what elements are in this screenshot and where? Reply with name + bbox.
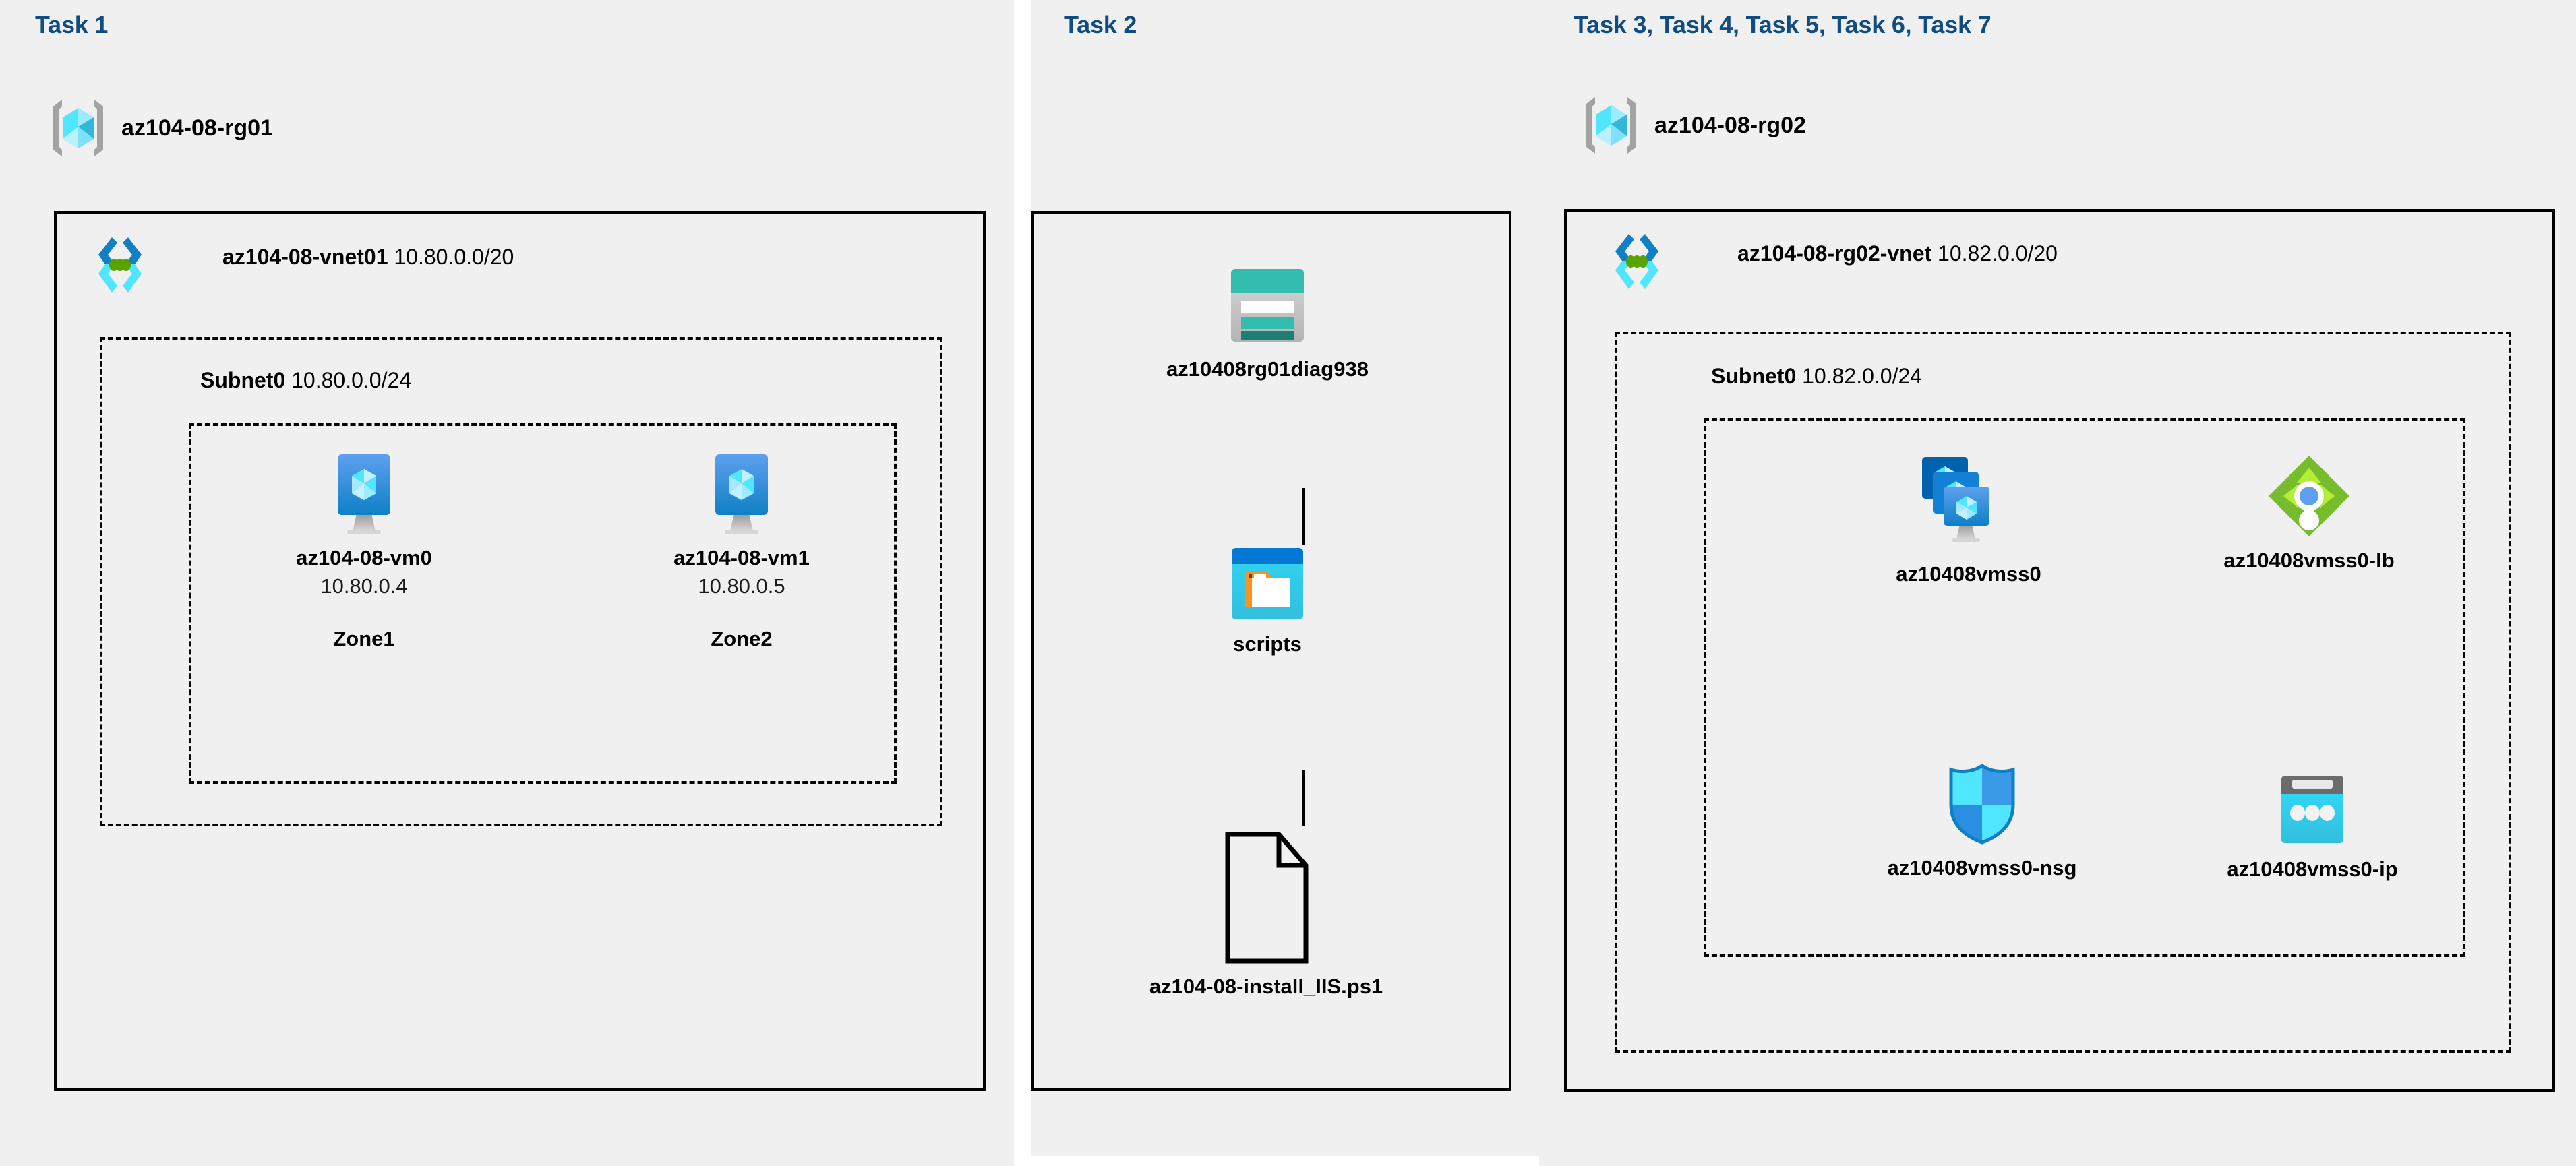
resource-group-label: az104-08-rg01 <box>121 115 273 141</box>
rg02-vnet-cidr: 10.82.0.0/20 <box>1938 241 2058 266</box>
task-1-panel <box>0 0 1014 1166</box>
storage-account-name: az10408rg01diag938 <box>1166 357 1369 381</box>
task-2-boundary <box>1031 211 1511 1091</box>
virtual-machine-icon <box>702 450 781 536</box>
rg02-vnet-label: az104-08-rg02-vnet 10.82.0.0/20 <box>1737 241 2058 266</box>
availability-zones-boundary <box>189 423 897 784</box>
subnet0-name: Subnet0 <box>1711 364 1797 388</box>
vm-scale-set-icon <box>1918 452 2019 553</box>
blob-container-name: scripts <box>1233 632 1302 656</box>
network-security-group-icon <box>1946 762 2018 847</box>
load-balancer-icon <box>2266 453 2352 539</box>
file-icon <box>1222 830 1310 965</box>
task-1-title: Task 1 <box>35 11 109 38</box>
node-vm-scale-set[interactable]: az10408vmss0 <box>1840 452 2097 586</box>
resource-group-rg01: az104-08-rg01 <box>50 97 273 159</box>
connector-storage-to-container <box>1302 488 1305 545</box>
nsg-name: az10408vmss0-nsg <box>1887 856 2077 880</box>
subnet0-label-col3: Subnet0 10.82.0.0/24 <box>1711 364 1922 389</box>
script-file-name: az104-08-install_IIS.ps1 <box>1149 975 1383 998</box>
node-az104-08-vm1[interactable]: az104-08-vm1 10.80.0.5 Zone2 <box>640 450 843 651</box>
vnet01-icon-row <box>94 235 146 295</box>
rg02-vnet-boundary <box>1564 209 2555 1092</box>
vm0-ip: 10.80.0.4 <box>320 574 408 598</box>
resource-group-icon <box>1583 94 1640 156</box>
subnet0-boundary-col3 <box>1615 332 2511 1053</box>
load-balancer-name: az10408vmss0-lb <box>2223 549 2395 572</box>
blob-container-icon <box>1228 545 1307 623</box>
public-ip-address-icon <box>2277 774 2347 848</box>
task-3-7-title: Task 3, Task 4, Task 5, Task 6, Task 7 <box>1574 11 1991 38</box>
virtual-network-icon <box>94 235 146 295</box>
node-storage-account[interactable]: az10408rg01diag938 <box>1133 263 1402 381</box>
vnet01-boundary <box>54 211 986 1091</box>
subnet0-cidr: 10.82.0.0/24 <box>1802 364 1923 388</box>
connector-container-to-file <box>1302 770 1305 826</box>
subnet0-name: Subnet0 <box>200 368 286 392</box>
rg02-vnet-icon-row <box>1611 231 1663 292</box>
task-3-7-panel <box>1539 0 2576 1166</box>
node-public-ip-address[interactable]: az10408vmss0-ip <box>2184 774 2440 882</box>
node-script-file[interactable]: az104-08-install_IIS.ps1 <box>1111 830 1421 999</box>
vm1-zone: Zone2 <box>711 627 773 650</box>
resource-group-rg02: az104-08-rg02 <box>1583 94 1806 156</box>
vm0-zone: Zone1 <box>333 627 395 650</box>
resource-group-label: az104-08-rg02 <box>1654 112 1806 138</box>
task-2-title: Task 2 <box>1064 11 1137 38</box>
vm1-ip: 10.80.0.5 <box>698 574 785 598</box>
rg02-vnet-name: az104-08-rg02-vnet <box>1737 241 1932 266</box>
vm1-name: az104-08-vm1 <box>673 546 810 570</box>
vnet01-label: az104-08-vnet01 10.80.0.0/20 <box>222 245 514 270</box>
node-blob-container[interactable]: scripts <box>1146 545 1389 656</box>
vnet01-cidr: 10.80.0.0/20 <box>394 245 514 269</box>
virtual-machine-icon <box>324 450 404 536</box>
node-az104-08-vm0[interactable]: az104-08-vm0 10.80.0.4 Zone1 <box>263 450 465 651</box>
public-ip-name: az10408vmss0-ip <box>2227 857 2398 881</box>
subnet0-boundary-col1 <box>100 337 942 826</box>
vmss-resources-boundary <box>1704 418 2465 957</box>
storage-account-icon <box>1225 263 1310 348</box>
vmss-name: az10408vmss0 <box>1896 562 2041 586</box>
node-load-balancer[interactable]: az10408vmss0-lb <box>2181 453 2437 573</box>
virtual-network-icon <box>1611 231 1663 292</box>
vnet01-name: az104-08-vnet01 <box>222 245 388 269</box>
vm0-name: az104-08-vm0 <box>296 546 432 570</box>
subnet0-label-col1: Subnet0 10.80.0.0/24 <box>200 368 411 393</box>
subnet0-cidr: 10.80.0.0/24 <box>291 368 412 392</box>
resource-group-icon <box>50 97 107 159</box>
node-network-security-group[interactable]: az10408vmss0-nsg <box>1854 762 2110 880</box>
